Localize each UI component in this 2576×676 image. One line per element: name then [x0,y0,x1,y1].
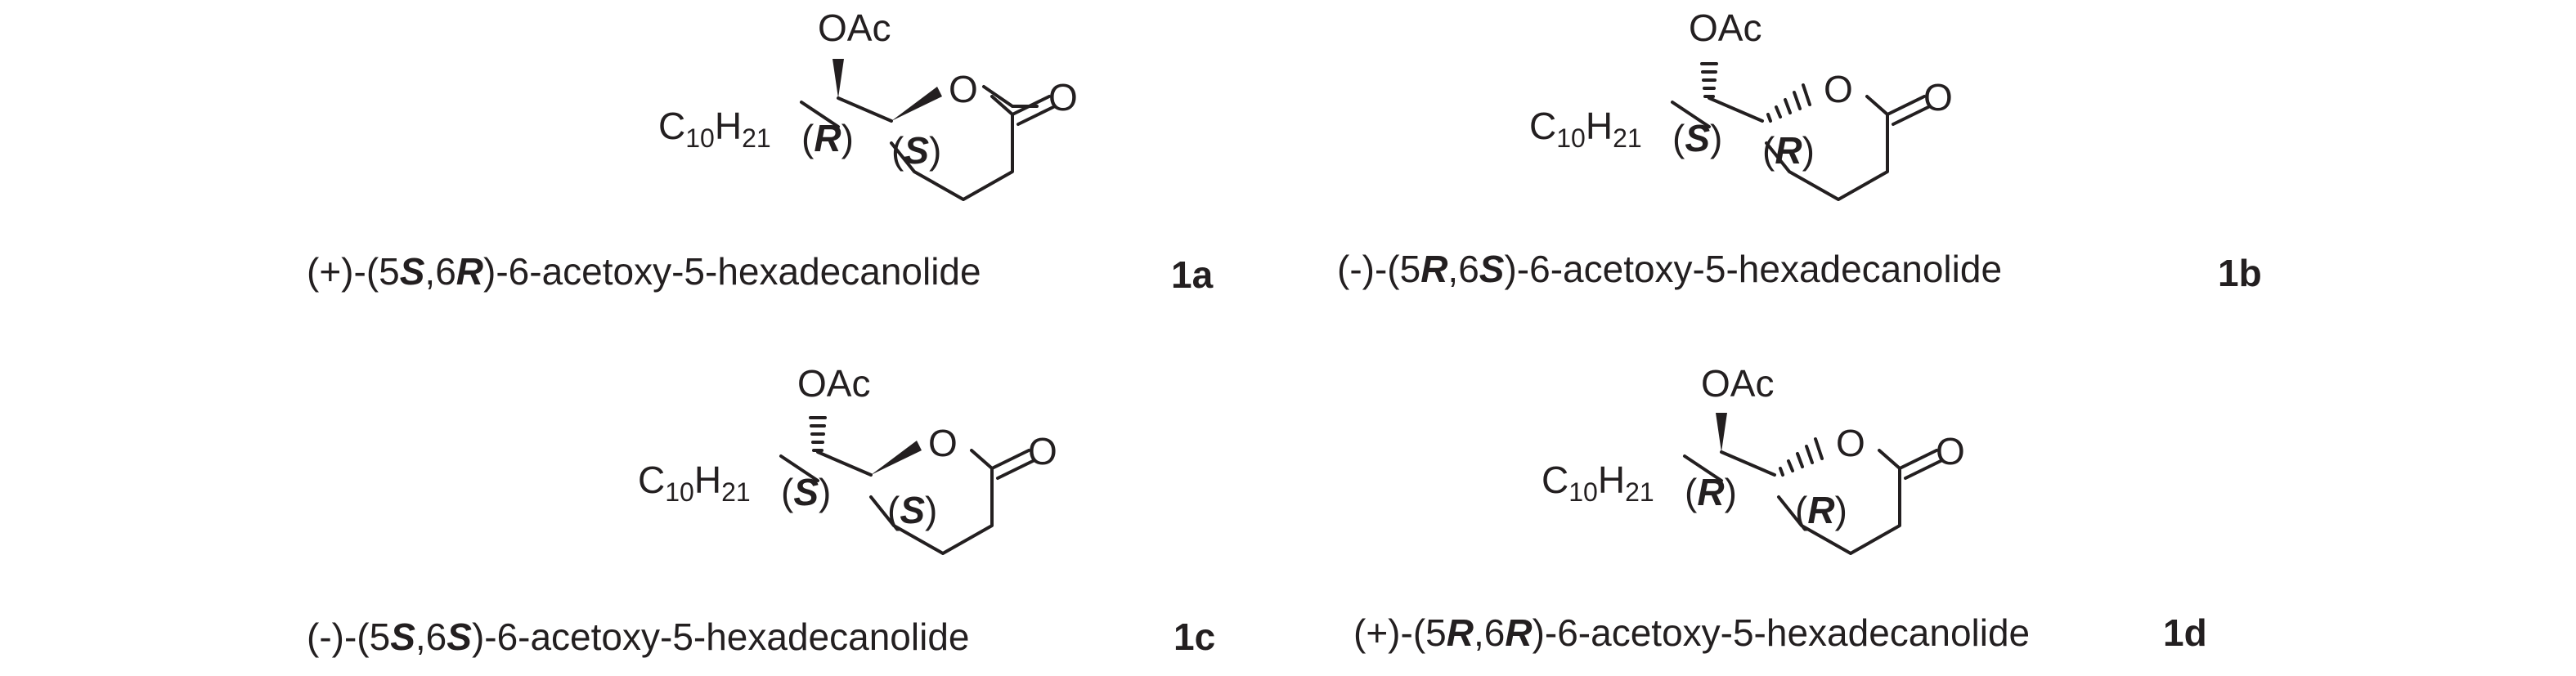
oac-label-1d: OAc [1701,362,1774,405]
ring-path-1a [890,95,1014,201]
c5-descriptor-1b: (R) [1762,129,1815,172]
ring-o-label-1b: O [1824,68,1853,110]
oac-label-1a: OAc [818,7,891,49]
c6-descriptor-1c: (S) [781,471,831,513]
bond-c6-c5-1d [1720,450,1776,477]
compound-1c: OAc O O C10H21 (S) (S) (-)-(5S,6S)-6-ace… [307,362,1215,658]
chain-h-1a: H [715,105,742,147]
compound-name-1b: (-)-(5R,6S)-6-acetoxy-5-hexadecanolide [1337,248,2002,290]
compound-name-1a: (+)-(5S,6R)-6-acetoxy-5-hexadecanolide [307,250,981,293]
bond-chain-1d [1683,454,1723,482]
hash-bond-oac-1b [1700,62,1718,98]
c5-descriptor-1a: (S) [891,129,941,172]
hash-bond-ring-1d [1779,437,1824,477]
c5-descriptor-1d: (R) [1795,489,1847,531]
oac-label-1b: OAc [1689,7,1761,49]
bond-carbonyl-1c [990,449,1030,470]
c6-descriptor-1d: (R) [1685,471,1737,513]
bond-carbonyl-double-1b [1892,105,1932,126]
structure-1c: OAc O O C10H21 (S) (S) [638,362,1057,555]
compound-name-1d: (+)-(5R,6R)-6-acetoxy-5-hexadecanolide [1353,611,2030,654]
chain-label-1b: C10H21 [1529,105,1642,153]
compound-1d: OAc O O C10H21 (R) (R) (+)-(5R,6R)-6-ace… [1353,362,2207,654]
compound-id-1c: 1c [1174,616,1215,658]
carbonyl-o-label-1b: O [1923,76,1953,119]
compound-1b: OAc O O C10H21 (S) (R) (-)-(5R,6S)-6-ace… [1337,7,2262,294]
c6-config-1a: R [814,117,841,159]
c5-config-1a: S [904,129,929,172]
bond-carbonyl-double-1c [996,459,1036,480]
chain-c-count-1a: 10 [685,123,715,153]
bond-carbonyl-1d [1898,449,1938,470]
ring-path-1c [869,449,994,555]
carbonyl-o-label-1c: O [1028,430,1057,472]
compound-id-1d: 1d [2163,611,2207,654]
c5-descriptor-1c: (S) [887,489,937,531]
ring-path-1b [1765,95,1889,201]
chain-label-1a: C10H21 [658,105,771,153]
chain-label-1c: C10H21 [638,459,751,507]
ring-bonds-1a [982,85,1039,108]
compound-id-1a: 1a [1171,253,1214,296]
ring-o-label-1c: O [928,422,958,464]
bond-chain-1c [779,454,819,482]
carbonyl-o-label-1a: O [1048,76,1078,119]
bond-carbonyl-double-1d [1904,459,1944,480]
wedge-bond-ring-1c [871,441,922,475]
ring-path-1d [1777,449,1901,555]
structure-1a: OAc O O C10H21 (R) (S) [658,7,1078,201]
wedge-bond-oac-1a [832,59,844,98]
bond-carbonyl-1a [1011,95,1051,116]
bond-carbonyl-double-1a [1016,105,1057,126]
structure-1d: OAc O O C10H21 (R) (R) [1542,362,1965,555]
structure-1b: OAc O O C10H21 (S) (R) [1529,7,1953,201]
bond-carbonyl-1b [1886,95,1926,116]
bond-c6-c5-1a [837,96,893,123]
hash-bond-oac-1c [809,416,827,452]
compound-1a: OAc O O C10H21 (R) (S) (+)-(5S,6R)-6-ace… [307,7,1214,296]
hash-bond-ring-1b [1766,83,1811,123]
c6-descriptor-1a: (R) [801,117,854,159]
oac-label-1c: OAc [797,362,870,405]
wedge-bond-oac-1d [1716,413,1727,452]
bond-chain-1a [800,101,840,128]
ring-o-label-1d: O [1836,422,1865,464]
chain-h-count-1a: 21 [742,123,771,153]
bond-chain-1b [1671,101,1711,128]
compound-name-1c: (-)-(5S,6S)-6-acetoxy-5-hexadecanolide [307,616,970,658]
wedge-bond-ring-1a [891,87,942,121]
compound-id-1b: 1b [2218,252,2262,294]
chain-label-1d: C10H21 [1542,459,1654,507]
bond-c6-c5-1b [1708,96,1764,123]
c6-descriptor-1b: (S) [1672,117,1722,159]
bond-c6-c5-1c [816,450,873,477]
ring-o-label-1a: O [949,68,978,110]
carbonyl-o-label-1d: O [1936,430,1965,472]
chain-c-1a: C [658,105,685,147]
